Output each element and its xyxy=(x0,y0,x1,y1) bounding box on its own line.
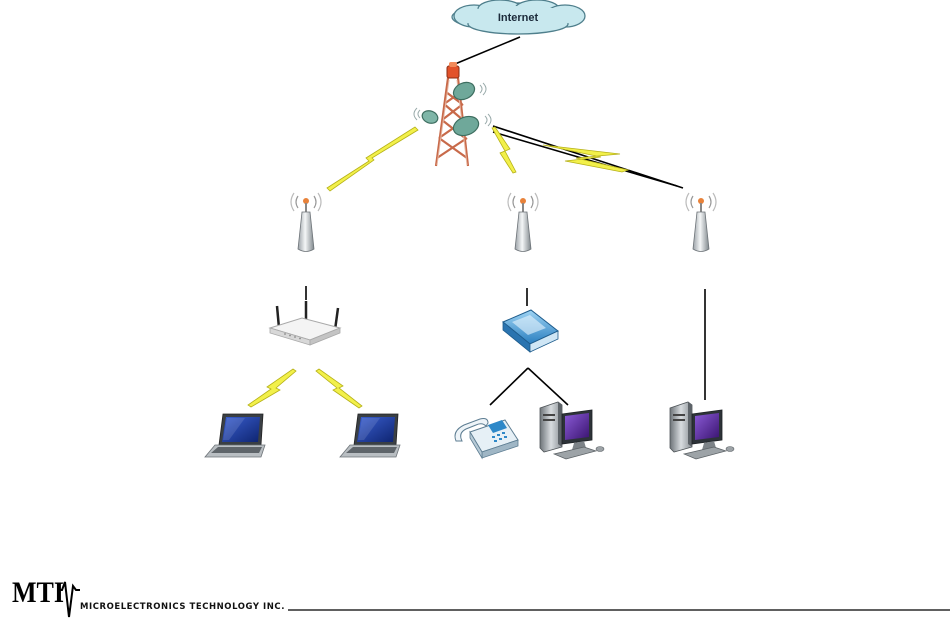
antenna-cpe-1 xyxy=(291,193,321,252)
wireless-bolt-router-laptop1 xyxy=(248,369,296,407)
gateway-to-phone-link xyxy=(490,368,528,405)
laptop-1 xyxy=(205,414,265,457)
ip-phone-icon xyxy=(455,419,518,459)
company-name: MICROELECTRONICS TECHNOLOGY INC. xyxy=(80,602,285,612)
antenna-cpe-2 xyxy=(508,193,538,252)
cell-tower-icon xyxy=(414,62,491,166)
wireless-bolt-tower-cpe3 xyxy=(543,145,628,172)
laptop-icon xyxy=(205,414,265,457)
footer: MTI MICROELECTRONICS TECHNOLOGY INC. xyxy=(12,576,950,617)
gateway-icon xyxy=(503,310,558,352)
company-logo: MTI xyxy=(12,576,80,617)
laptop-icon xyxy=(340,414,400,457)
antenna-icon xyxy=(508,193,538,252)
antenna-cpe-3 xyxy=(686,193,716,252)
internet-to-tower-link xyxy=(455,37,520,64)
wireless-bolt-tower-cpe1 xyxy=(327,127,418,191)
desktop-pc-1 xyxy=(540,402,604,459)
wireless-bolt-tower-cpe2 xyxy=(492,127,516,173)
wireless-links xyxy=(248,127,628,408)
desktop-pc-2 xyxy=(670,402,734,459)
cloud-label: Internet xyxy=(498,12,539,24)
desktop-pc-icon xyxy=(670,402,734,459)
logo-mark-text: MTI xyxy=(12,576,64,609)
antenna-icon xyxy=(291,193,321,252)
wifi-router-icon xyxy=(270,301,340,345)
internet-cloud: Internet xyxy=(452,0,585,34)
gateway-to-desktop-link xyxy=(528,368,568,405)
wireless-bolt-router-laptop2 xyxy=(316,369,362,408)
laptop-2 xyxy=(340,414,400,457)
antenna-icon xyxy=(686,193,716,252)
wired-links xyxy=(306,37,705,405)
desktop-pc-icon xyxy=(540,402,604,459)
